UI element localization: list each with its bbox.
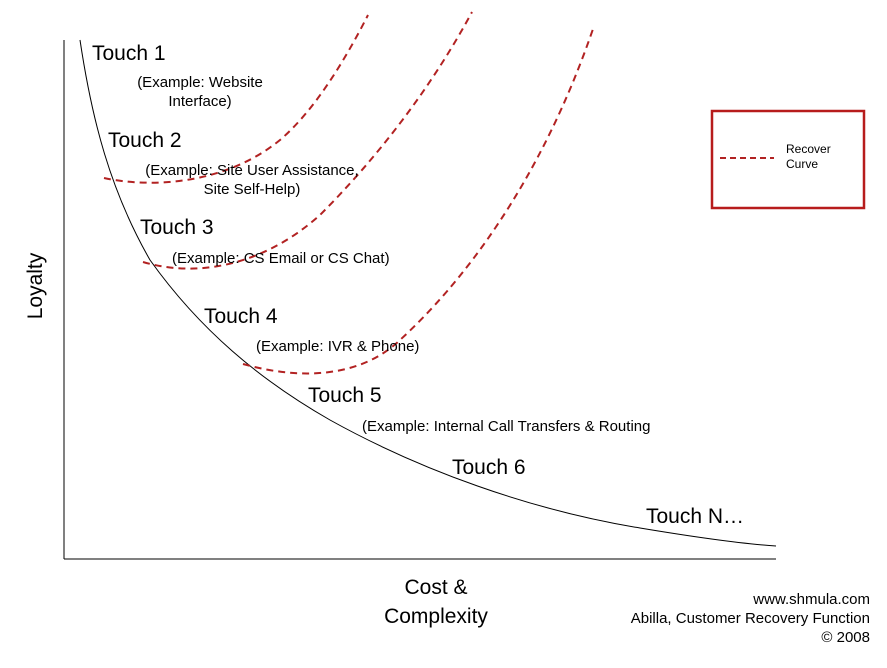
legend-box bbox=[710, 109, 866, 210]
touch-4-label: Touch 4 bbox=[204, 305, 278, 328]
recover-curve-2 bbox=[142, 11, 473, 270]
legend-label-line-1: Recover bbox=[786, 142, 831, 156]
loyalty-decay-curve bbox=[79, 39, 777, 547]
recover-curve-3 bbox=[242, 25, 595, 375]
touch-5-example-line-1: (Example: Internal Call Transfers & Rout… bbox=[362, 418, 650, 435]
x-axis-label-line-2: Complexity bbox=[384, 605, 488, 628]
touch-1-example-line-2: Interface) bbox=[168, 93, 231, 110]
touch-5-label: Touch 5 bbox=[308, 384, 382, 407]
touch-1-label: Touch 1 bbox=[92, 42, 166, 65]
touch-4-example-line-1: (Example: IVR & Phone) bbox=[256, 338, 419, 355]
recover-curve-1 bbox=[103, 14, 369, 184]
touch-6-label: Touch 6 bbox=[452, 456, 526, 479]
credit-title: Abilla, Customer Recovery Function bbox=[631, 610, 870, 627]
legend: Recover Curve bbox=[710, 109, 866, 210]
y-axis-label: Loyalty bbox=[24, 252, 47, 319]
touch-2-example-line-1: (Example: Site User Assistance, bbox=[145, 162, 358, 179]
touch-1-example-line-1: (Example: Website bbox=[137, 74, 263, 91]
touch-2-label: Touch 2 bbox=[108, 129, 182, 152]
touch-2-example-line-2: Site Self-Help) bbox=[204, 181, 301, 198]
touch-3-label: Touch 3 bbox=[140, 216, 214, 239]
touch-n-label: Touch N… bbox=[646, 505, 744, 528]
x-axis-label-line-1: Cost & bbox=[404, 576, 467, 599]
legend-label-line-2: Curve bbox=[786, 157, 818, 171]
touch-3-example-line-1: (Example: CS Email or CS Chat) bbox=[172, 250, 390, 267]
credit-copyright: © 2008 bbox=[821, 629, 870, 646]
credit-website: www.shmula.com bbox=[752, 591, 870, 608]
